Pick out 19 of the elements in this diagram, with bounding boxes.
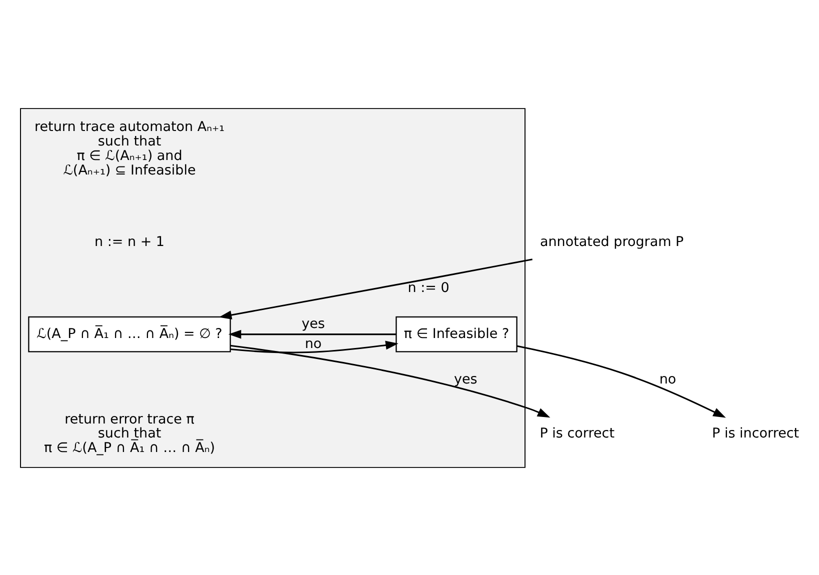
edge-label: yes [454, 371, 478, 388]
cluster [20, 108, 526, 468]
edge-label: yes [302, 315, 325, 332]
edge-label: n := 0 [408, 280, 450, 296]
node-box: ℒ(A_P ∩ A̅₁ ∩ … ∩ A̅ₙ) = ∅ ? [28, 316, 231, 352]
label: return trace automaton Aₙ₊₁ such that π ∈ ℒ(Aₙ₊₁) and ℒ(Aₙ₊₁) ⊆ Infeasible [34, 118, 225, 178]
arrow [516, 344, 726, 418]
label: return error trace π such that π ∈ ℒ(A_P ∩ A̅₁ ∩ … ∩ A̅ₙ) [44, 410, 216, 456]
arrow [218, 258, 532, 319]
edge-label: no [304, 336, 322, 352]
arrow [230, 344, 550, 418]
node-text: P is incorrect [712, 425, 800, 442]
arrow [230, 340, 398, 353]
node-text: annotated program P [540, 234, 684, 250]
edge-label: no [659, 371, 676, 388]
node-box: π ∈ Infeasible ? [396, 316, 518, 352]
node-text: P is correct [540, 425, 614, 442]
arrow [228, 329, 396, 338]
label: n := n + 1 [94, 234, 165, 250]
